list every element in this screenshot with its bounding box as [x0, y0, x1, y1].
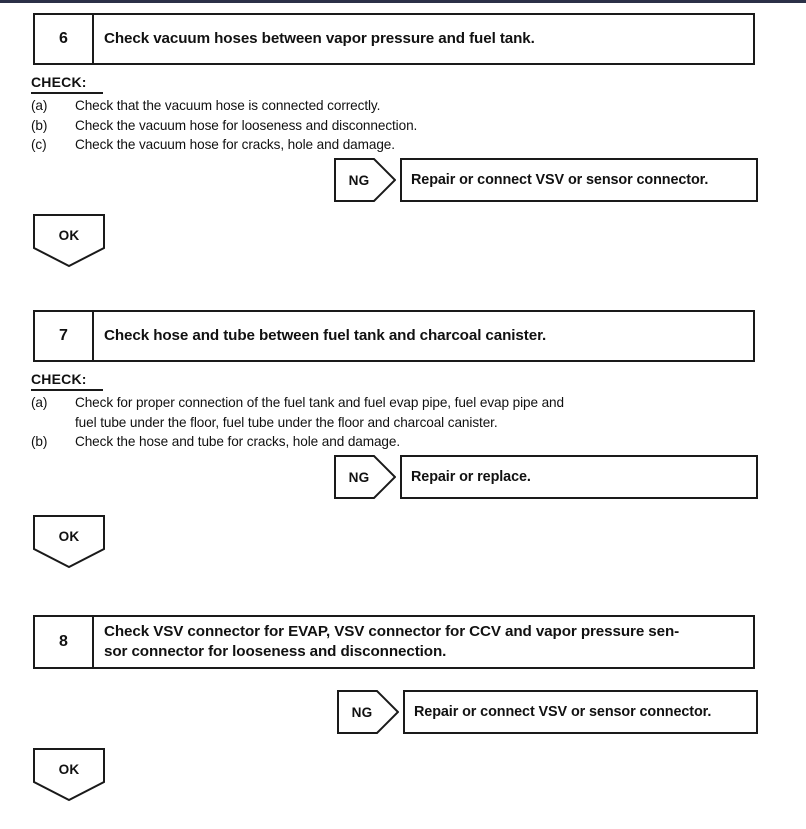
pentagon-right-icon	[337, 690, 399, 734]
pentagon-right-icon	[334, 455, 396, 499]
step-number-6: 6	[35, 15, 94, 63]
check-item: (b) Check the vacuum hose for looseness …	[31, 116, 751, 136]
check-item: (c) Check the vacuum hose for cracks, ho…	[31, 135, 751, 155]
ng-result-text: Repair or replace.	[411, 469, 531, 485]
ng-tag-label: NG	[348, 172, 370, 188]
ok-tag-8: OK	[33, 748, 105, 802]
check-item-line: Check the vacuum hose for cracks, hole a…	[75, 137, 395, 153]
ng-tag-7: NG	[334, 455, 396, 499]
pentagon-down-icon	[33, 748, 105, 802]
check-item-line: Check for proper connection of the fuel …	[75, 395, 564, 410]
check-label-6: CHECK:	[31, 74, 87, 90]
check-item: (a) Check for proper connection of the f…	[31, 393, 751, 432]
check-item-line: Check the hose and tube for cracks, hole…	[75, 434, 401, 450]
check-item-marker: (a)	[31, 395, 48, 410]
check-item-text: Check for proper connection of the fuel …	[75, 393, 564, 432]
ng-result-text: Repair or connect VSV or sensor connecto…	[414, 704, 712, 720]
ng-result-box-8: Repair or connect VSV or sensor connecto…	[403, 690, 758, 734]
check-item-marker: (c)	[31, 137, 47, 153]
step-box-6: 6 Check vacuum hoses between vapor press…	[33, 13, 755, 65]
ng-tag-label: NG	[351, 704, 373, 720]
check-block-7: CHECK: (a) Check for proper connection o…	[31, 371, 751, 452]
step-title-line: Check vacuum hoses between vapor pressur…	[104, 29, 535, 47]
ng-tag-6: NG	[334, 158, 396, 202]
check-item-marker: (b)	[31, 117, 48, 133]
ng-tag-8: NG	[337, 690, 399, 734]
step-title-7: Check hose and tube between fuel tank an…	[94, 312, 753, 360]
ng-result-text: Repair or connect VSV or sensor connecto…	[411, 172, 709, 188]
check-item-text: Check the hose and tube for cracks, hole…	[75, 432, 400, 452]
step-title-8: Check VSV connector for EVAP, VSV connec…	[94, 617, 753, 667]
pentagon-down-icon	[33, 515, 105, 569]
step-title-line: Check VSV connector for EVAP, VSV connec…	[104, 622, 680, 640]
step-box-8: 8 Check VSV connector for EVAP, VSV conn…	[33, 615, 755, 669]
page-top-strip	[0, 0, 806, 3]
ok-tag-7: OK	[33, 515, 105, 569]
ok-tag-label: OK	[58, 528, 80, 544]
check-block-6: CHECK: (a) Check that the vacuum hose is…	[31, 74, 751, 155]
ng-branch-7: NG Repair or replace.	[334, 455, 758, 499]
check-item-line: Check the vacuum hose for looseness and …	[75, 117, 418, 133]
step-title-line: sor connector for looseness and disconne…	[104, 643, 447, 660]
check-list-6: (a) Check that the vacuum hose is connec…	[31, 96, 751, 155]
check-item-text: Check the vacuum hose for looseness and …	[75, 116, 417, 136]
check-underline	[31, 389, 103, 391]
ng-result-box-6: Repair or connect VSV or sensor connecto…	[400, 158, 758, 202]
step-number-8: 8	[35, 617, 94, 667]
check-item: (b) Check the hose and tube for cracks, …	[31, 432, 751, 452]
check-item-text: Check that the vacuum hose is connected …	[75, 96, 380, 116]
check-item-marker: (a)	[31, 98, 48, 113]
step-number-7: 7	[35, 312, 94, 360]
ok-tag-label: OK	[58, 761, 80, 777]
step-title-line: Check hose and tube between fuel tank an…	[104, 326, 547, 344]
check-item-text: Check the vacuum hose for cracks, hole a…	[75, 135, 395, 155]
check-item: (a) Check that the vacuum hose is connec…	[31, 96, 751, 116]
check-item-marker: (b)	[31, 434, 48, 450]
check-item-line: Check that the vacuum hose is connected …	[75, 98, 381, 113]
ng-branch-8: NG Repair or connect VSV or sensor conne…	[337, 690, 758, 734]
ng-branch-6: NG Repair or connect VSV or sensor conne…	[334, 158, 758, 202]
ng-tag-label: NG	[348, 469, 370, 485]
step-box-7: 7 Check hose and tube between fuel tank …	[33, 310, 755, 362]
pentagon-right-icon	[334, 158, 396, 202]
ok-tag-label: OK	[58, 227, 80, 243]
step-title-6: Check vacuum hoses between vapor pressur…	[94, 15, 753, 63]
check-item-line: fuel tube under the floor, fuel tube und…	[75, 414, 498, 430]
check-underline	[31, 92, 103, 94]
ok-tag-6: OK	[33, 214, 105, 268]
check-label-7: CHECK:	[31, 371, 87, 387]
ng-result-box-7: Repair or replace.	[400, 455, 758, 499]
check-list-7: (a) Check for proper connection of the f…	[31, 393, 751, 452]
pentagon-down-icon	[33, 214, 105, 268]
